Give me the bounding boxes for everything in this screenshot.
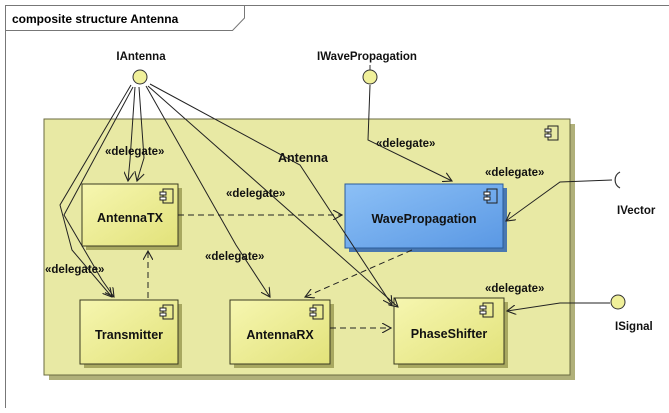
component-phaseshifter[interactable]: PhaseShifter [394, 298, 508, 368]
antennarx-name: AntennaRX [246, 328, 314, 342]
component-antennatx[interactable]: AntennaTX [82, 184, 182, 250]
component-antennarx[interactable]: AntennaRX [230, 300, 334, 368]
wavepropagation-name: WavePropagation [371, 212, 476, 226]
isignal-icon [611, 295, 625, 309]
antenna-container-name: Antenna [278, 151, 329, 165]
delegate-label: «delegate» [105, 146, 164, 158]
delegate-label: «delegate» [45, 264, 104, 276]
delegate-label: «delegate» [485, 167, 544, 179]
phaseshifter-name: PhaseShifter [411, 327, 488, 341]
component-wavepropagation[interactable]: WavePropagation [345, 184, 507, 252]
ivector-label: IVector [617, 205, 656, 217]
iwavepropagation-label: IWavePropagation [317, 51, 417, 63]
delegate-label: «delegate» [226, 188, 285, 200]
iwavepropagation-icon [363, 70, 377, 84]
delegate-label: «delegate» [376, 138, 435, 150]
antennatx-name: AntennaTX [97, 211, 164, 225]
delegate-label: «delegate» [205, 251, 264, 263]
iantenna-label: IAntenna [116, 51, 166, 63]
transmitter-name: Transmitter [95, 328, 163, 342]
iantenna-icon [133, 70, 147, 84]
component-transmitter[interactable]: Transmitter [80, 300, 182, 368]
isignal-label: ISignal [615, 321, 653, 333]
frame-title: composite structure Antenna [12, 12, 179, 26]
delegate-label: «delegate» [485, 283, 544, 295]
